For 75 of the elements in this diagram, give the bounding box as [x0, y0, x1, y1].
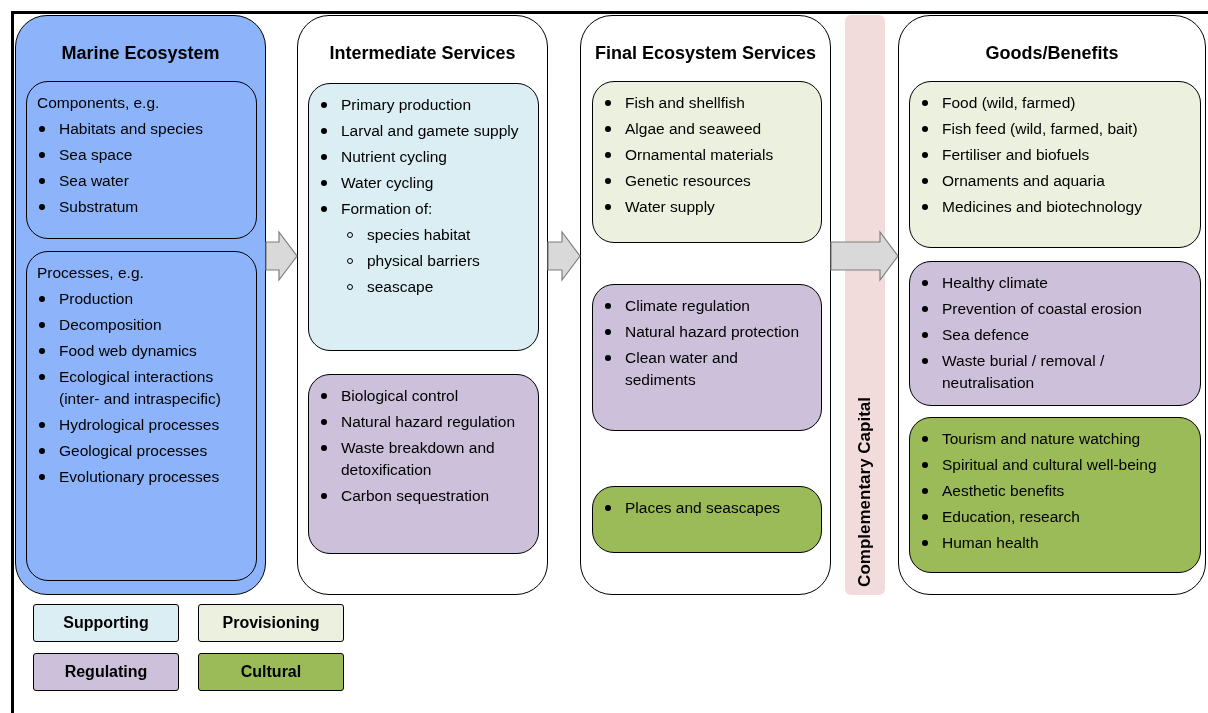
- legend-label: Cultural: [240, 662, 302, 682]
- column-panel: [580, 15, 831, 595]
- category-box: [592, 81, 822, 243]
- list-item: Hydrological processes: [59, 415, 220, 435]
- legend-label: Supporting: [63, 613, 149, 633]
- list-item: Waste burial / removal / neutralisation: [942, 351, 1106, 393]
- list-item: Food (wild, farmed): [942, 93, 1076, 113]
- list-item: Primary production: [341, 95, 472, 115]
- list-item: Algae and seaweed: [625, 119, 762, 139]
- list-item: Natural hazard regulation: [341, 412, 516, 432]
- list-item: seascape: [367, 277, 434, 297]
- list-item: Water supply: [625, 197, 715, 217]
- list-item: Carbon sequestration: [341, 486, 490, 506]
- column-heading: Marine Ecosystem: [60, 42, 221, 65]
- list-item: Climate regulation: [625, 296, 750, 316]
- legend-label: Provisioning: [222, 613, 320, 633]
- list-item: Ornaments and aquaria: [942, 171, 1105, 191]
- category-box: [26, 251, 257, 581]
- list-item: Healthy climate: [942, 273, 1048, 293]
- category-box: [308, 374, 539, 554]
- category-box: [592, 486, 822, 553]
- band-label: Complementary Capital: [854, 397, 876, 587]
- block-arrow: [830, 230, 899, 282]
- list-item: Biological control: [341, 386, 459, 406]
- category-box: [909, 417, 1201, 573]
- list-item: Sea defence: [942, 325, 1030, 345]
- list-item: Human health: [942, 533, 1039, 553]
- list-item: Places and seascapes: [625, 498, 781, 518]
- column-panel: [898, 15, 1206, 595]
- list-item: Ecological interactions (inter- and intraspecific): [59, 367, 222, 409]
- list-item: Production: [59, 289, 134, 309]
- list-item: Evolutionary processes: [59, 467, 220, 487]
- column-heading: Final Ecosystem Services: [593, 42, 818, 65]
- list-item: Ornamental materials: [625, 145, 774, 165]
- list-item: Larval and gamete supply: [341, 121, 519, 141]
- capital-band: [845, 15, 885, 595]
- category-box: [592, 284, 822, 431]
- box-heading: Components, e.g.: [37, 93, 161, 113]
- block-arrow: [547, 230, 581, 282]
- list-item: Aesthetic benefits: [942, 481, 1065, 501]
- list-item: Tourism and nature watching: [942, 429, 1141, 449]
- list-item: Sea space: [59, 145, 133, 165]
- category-box: [26, 81, 257, 239]
- list-item: Sea water: [59, 171, 129, 191]
- block-arrow: [265, 230, 298, 282]
- list-item: Genetic resources: [625, 171, 751, 191]
- list-item: Geological processes: [59, 441, 208, 461]
- list-item: Spiritual and cultural well-being: [942, 455, 1157, 475]
- list-item: Substratum: [59, 197, 139, 217]
- list-item: Decomposition: [59, 315, 162, 335]
- list-item: Clean water and sediments: [625, 348, 739, 390]
- column-panel: [297, 15, 548, 595]
- list-item: Education, research: [942, 507, 1080, 527]
- list-item: Natural hazard protection: [625, 322, 800, 342]
- legend-label: Regulating: [64, 662, 148, 682]
- column-heading: Intermediate Services: [328, 42, 517, 65]
- box-heading: Processes, e.g.: [37, 263, 145, 283]
- category-box: [909, 81, 1201, 248]
- list-item: Habitats and species: [59, 119, 203, 139]
- category-box: [909, 261, 1201, 406]
- list-item: Fish and shellfish: [625, 93, 745, 113]
- list-item: Waste breakdown and detoxification: [341, 438, 496, 480]
- list-item: Fish feed (wild, farmed, bait): [942, 119, 1138, 139]
- list-item: physical barriers: [367, 251, 480, 271]
- list-item: Food web dynamics: [59, 341, 197, 361]
- list-item: Water cycling: [341, 173, 434, 193]
- list-item: Medicines and biotechnology: [942, 197, 1142, 217]
- list-item: Prevention of coastal erosion: [942, 299, 1142, 319]
- list-item: Fertiliser and biofuels: [942, 145, 1090, 165]
- list-item: species habitat: [367, 225, 471, 245]
- column-panel: [15, 15, 266, 595]
- list-item: Formation of:: [341, 199, 433, 219]
- category-box: [308, 83, 539, 351]
- list-item: Nutrient cycling: [341, 147, 447, 167]
- column-heading: Goods/Benefits: [984, 42, 1120, 65]
